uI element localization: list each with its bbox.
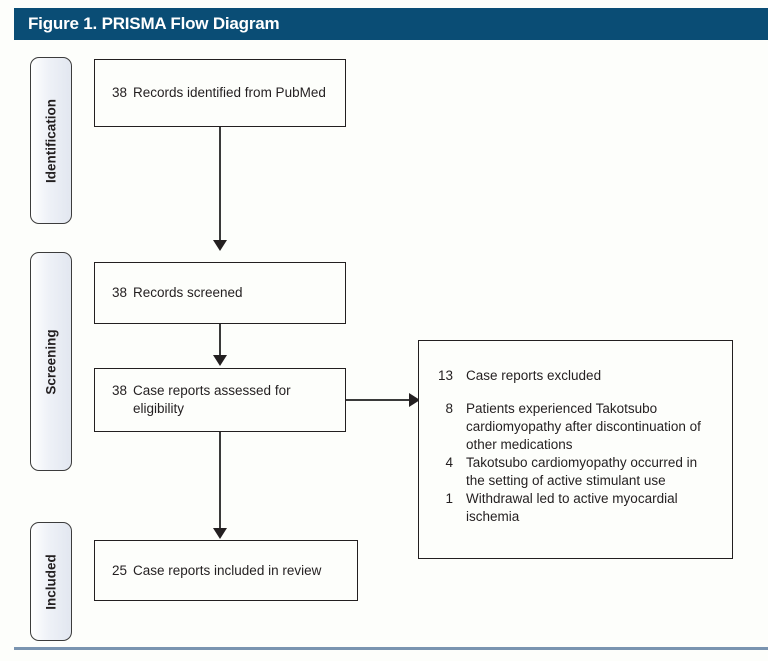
flow-line-text: Records identified from PubMed xyxy=(133,85,326,101)
exclusion-reason-text: Withdrawal led to active myocardial isch… xyxy=(466,490,678,524)
flow-line-text: Case reports included in review xyxy=(133,562,322,578)
flow-box-records-screened: 38 Records screened xyxy=(94,262,346,324)
arrow-assessed-to-excluded xyxy=(409,393,420,407)
exclusions-spacer xyxy=(433,385,718,400)
flow-line: 38 Records identified from PubMed xyxy=(109,84,331,102)
exclusions-heading: 13 Case reports excluded xyxy=(433,367,718,385)
flow-line: 38 Records screened xyxy=(109,284,331,302)
arrow-assessed-to-included xyxy=(213,528,227,539)
stage-label-screening: Screening xyxy=(30,252,72,471)
arrow-screened-to-assessed xyxy=(213,355,227,366)
connector-assessed-to-excluded xyxy=(346,399,413,401)
figure-header: Figure 1. PRISMA Flow Diagram xyxy=(14,8,768,40)
flow-line: 25 Case reports included in review xyxy=(109,562,343,580)
flow-line-text: Case reports assessed for eligibility xyxy=(133,383,291,416)
exclusion-reason-count: 1 xyxy=(445,490,453,506)
stage-label-included: Included xyxy=(30,522,72,641)
page-title: Figure 1. PRISMA Flow Diagram xyxy=(28,14,280,33)
flow-box-reports-assessed: 38 Case reports assessed for eligibility xyxy=(94,368,346,432)
exclusion-reason-count: 8 xyxy=(445,400,453,416)
flow-line-count: 38 xyxy=(111,285,127,301)
flow-line-text: Records screened xyxy=(133,285,243,301)
connector-identified-to-screened xyxy=(219,127,221,248)
connector-assessed-to-included xyxy=(219,432,221,536)
exclusion-reason-count: 4 xyxy=(445,454,453,470)
exclusions-box: 13 Case reports excluded 8 Patients expe… xyxy=(418,340,733,559)
flow-line: 38 Case reports assessed for eligibility xyxy=(109,382,331,418)
footer-divider xyxy=(14,647,768,650)
exclusion-reason: 8 Patients experienced Takotsubo cardiom… xyxy=(433,400,718,454)
flow-line-count: 25 xyxy=(111,562,127,578)
exclusions-heading-text: Case reports excluded xyxy=(466,368,602,383)
flow-box-reports-included: 25 Case reports included in review xyxy=(94,540,358,601)
stage-label-screening-text: Screening xyxy=(43,328,59,395)
exclusions-heading-count: 13 xyxy=(437,368,453,383)
connector-screened-to-assessed xyxy=(219,324,221,360)
stage-label-identification-text: Identification xyxy=(43,98,59,183)
flow-line-count: 38 xyxy=(111,383,127,399)
exclusion-reason: 4 Takotsubo cardiomyopathy occurred in t… xyxy=(433,454,718,490)
flow-box-records-identified: 38 Records identified from PubMed xyxy=(94,59,346,127)
exclusion-reason-text: Patients experienced Takotsubo cardiomyo… xyxy=(466,400,701,452)
exclusion-reason: 1 Withdrawal led to active myocardial is… xyxy=(433,490,718,526)
exclusion-reason-text: Takotsubo cardiomyopathy occurred in the… xyxy=(466,454,698,488)
arrow-identified-to-screened xyxy=(213,240,227,251)
flow-line-count: 38 xyxy=(111,85,127,101)
stage-label-identification: Identification xyxy=(30,57,72,224)
stage-label-included-text: Included xyxy=(43,553,59,610)
